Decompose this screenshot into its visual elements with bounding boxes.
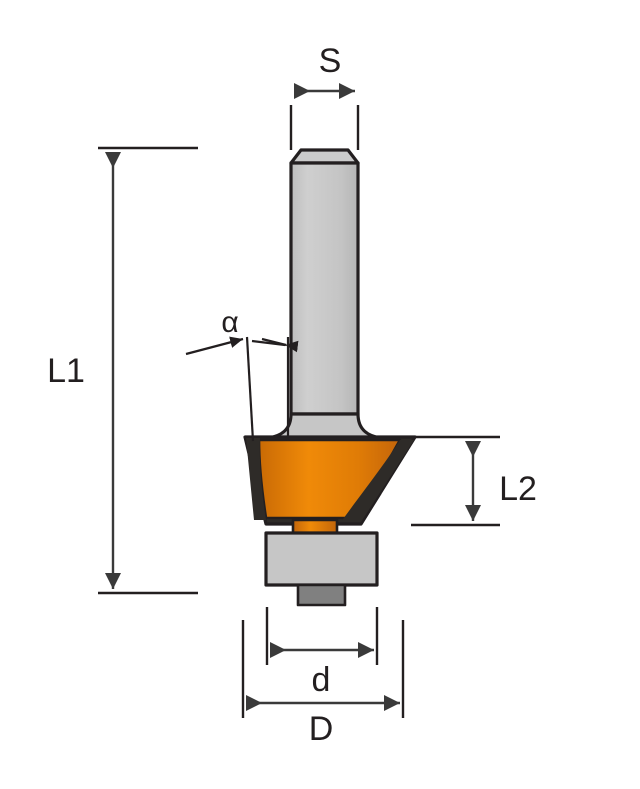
dimension-D: D	[241, 620, 405, 748]
dimension-L1-label: L1	[47, 352, 85, 390]
router-bit-body	[243, 148, 417, 607]
dimension-L2-label: L2	[499, 470, 537, 508]
dimension-d: d	[265, 607, 379, 699]
dimension-L1: L1	[47, 146, 198, 595]
dimension-d-label: d	[312, 661, 331, 699]
alpha-arrow-left	[185, 336, 244, 356]
alpha-arrow-right-tail	[261, 337, 287, 347]
dimension-alpha: α	[185, 306, 299, 442]
flute-left	[246, 438, 266, 520]
bearing-screw	[296, 583, 347, 607]
flute-right	[341, 440, 414, 522]
dimension-S: S	[289, 42, 360, 150]
dimension-L2: L2	[411, 435, 537, 527]
guide-bearing	[264, 531, 379, 587]
dimension-alpha-label: α	[221, 306, 238, 339]
dimension-D-label: D	[309, 710, 334, 748]
shank-to-head-fillet	[266, 412, 383, 440]
dimension-S-label: S	[319, 42, 342, 80]
alpha-edge-line	[245, 336, 255, 442]
shank-top-chamfer	[289, 148, 360, 165]
shank	[289, 161, 360, 416]
